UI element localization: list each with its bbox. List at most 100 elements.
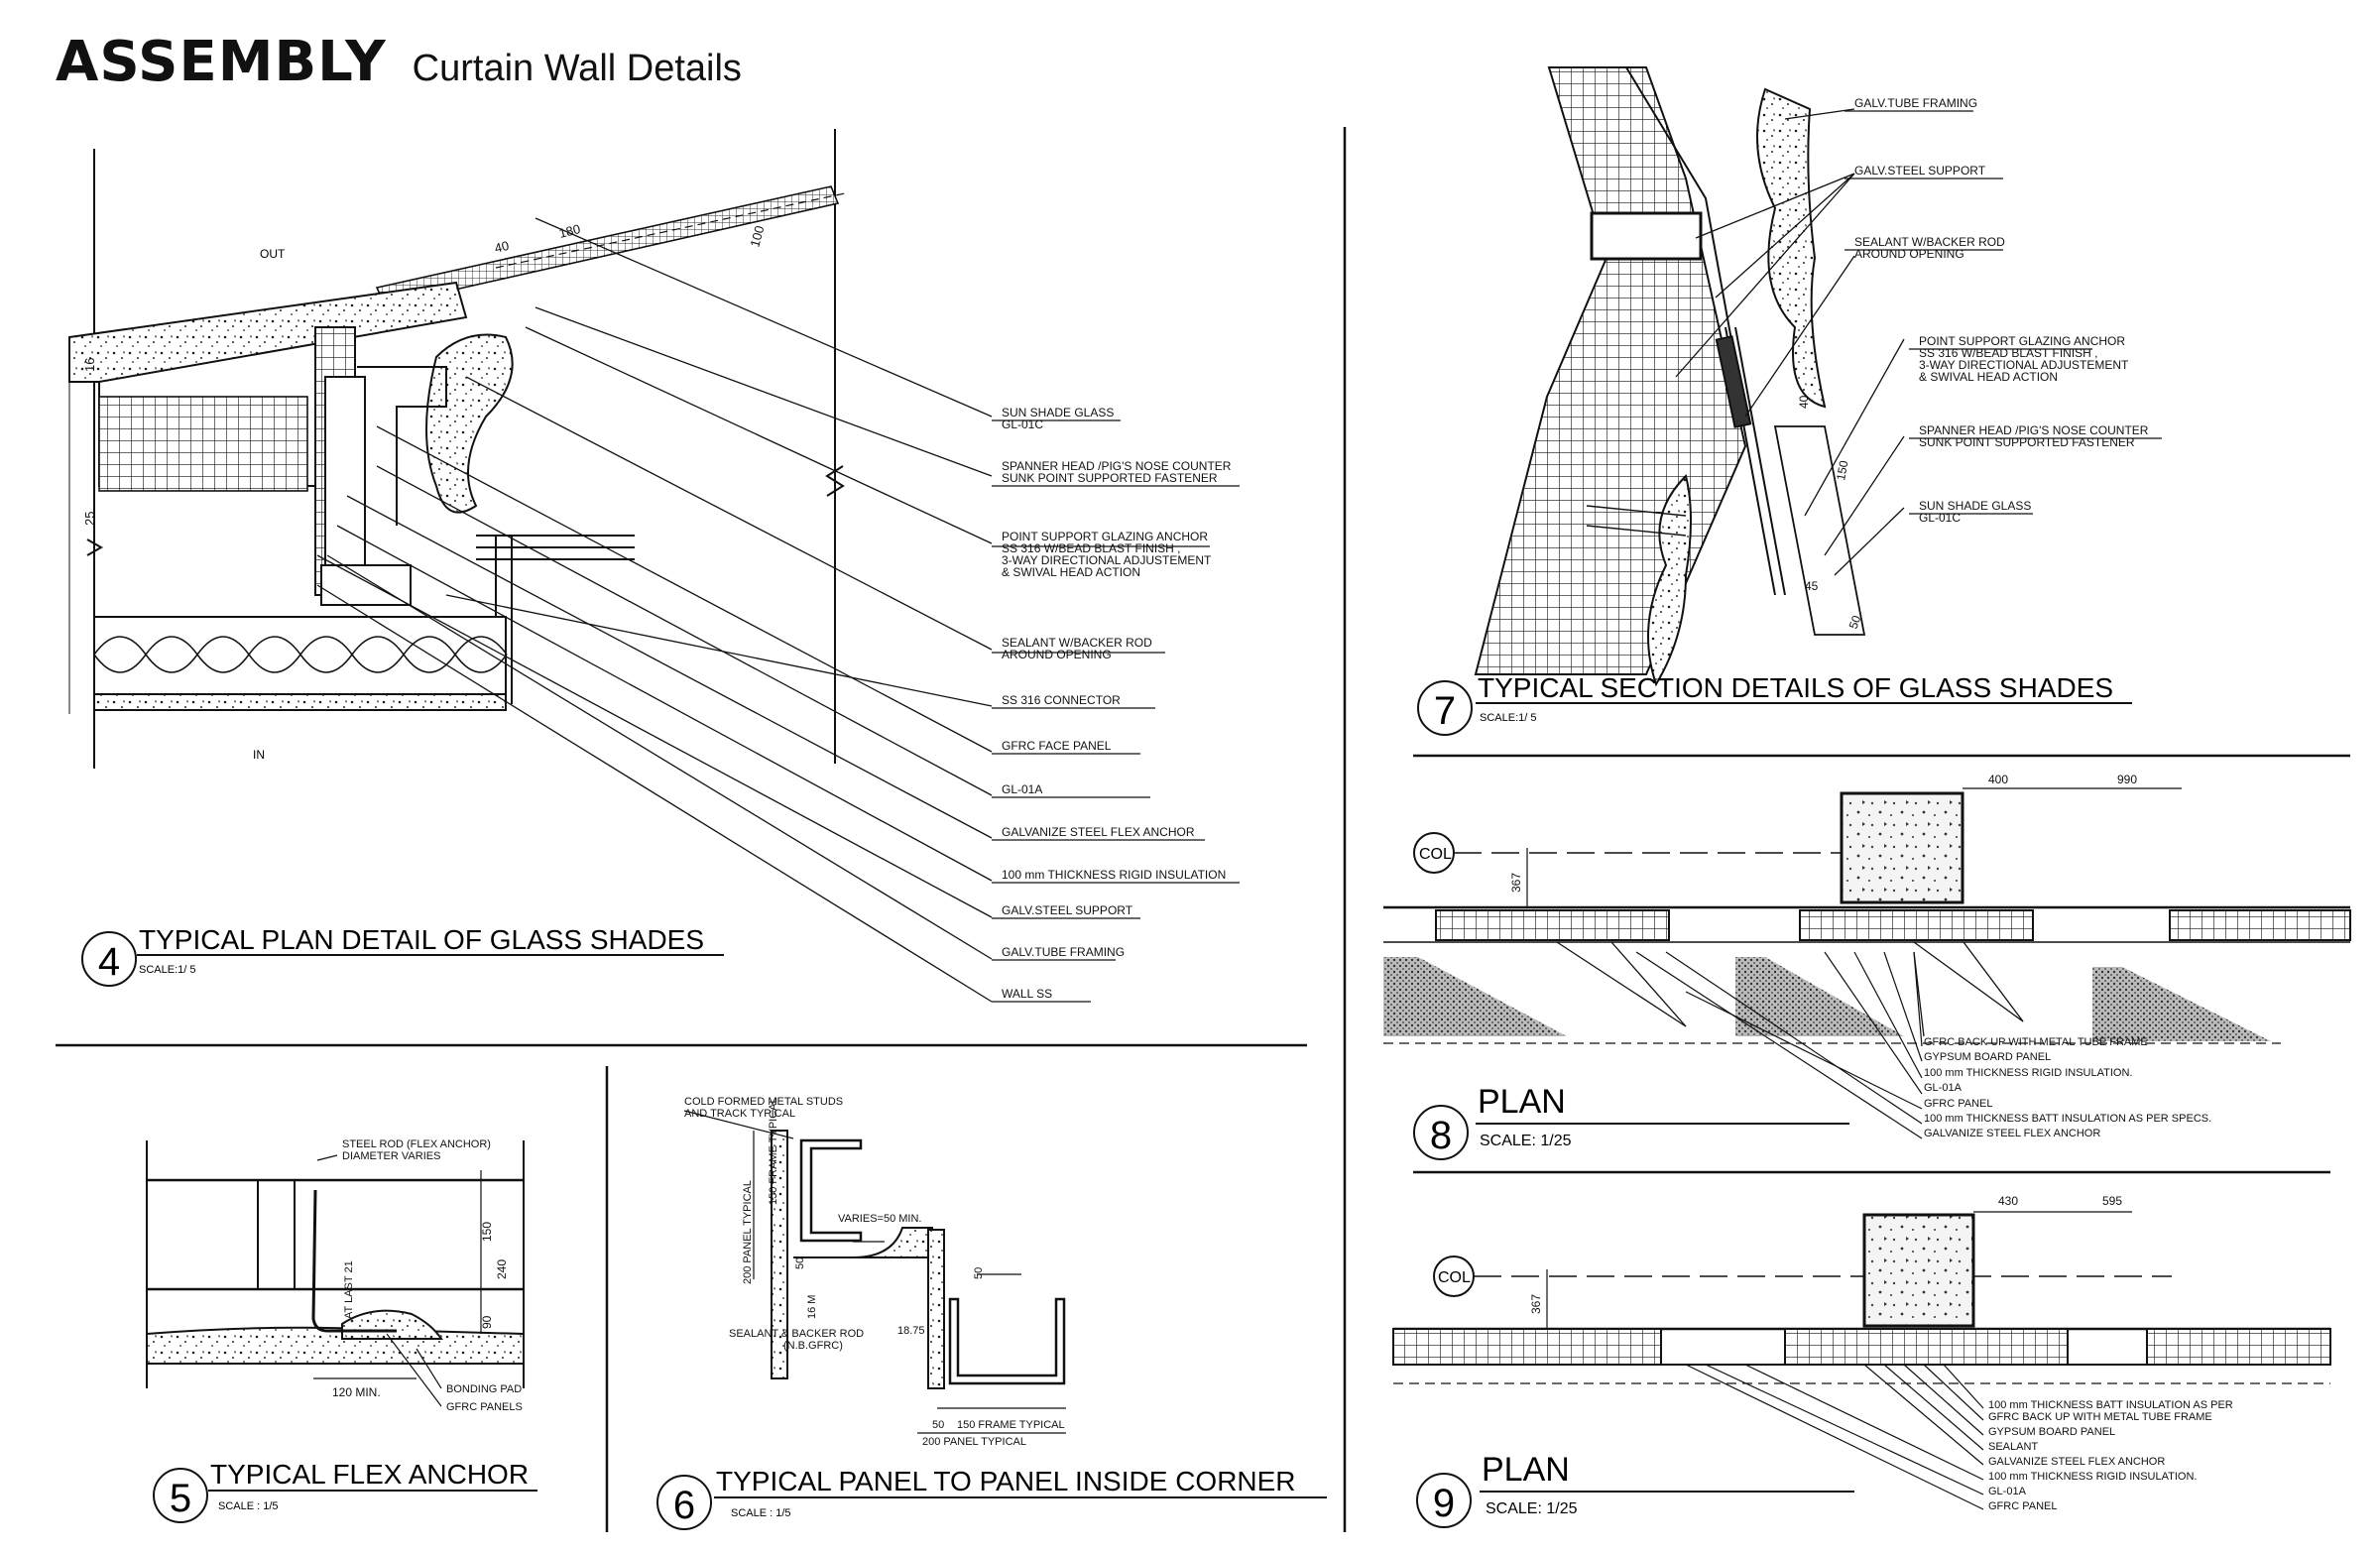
d6-dim-6: 200 PANEL TYPICAL [922, 1436, 1026, 1448]
detail-5-title: TYPICAL FLEX ANCHOR [210, 1459, 529, 1490]
sheet-subtitle: Curtain Wall Details [412, 48, 742, 89]
d8-callout-2: 100 mm THICKNESS RIGID INSULATION. [1924, 1067, 2132, 1079]
d7-callout-10: SUN SHADE GLASS [1919, 499, 2031, 513]
detail-8-callouts: GFRC BACK UP WITH METAL TUBE FRAMEGYPSUM… [1419, 773, 2211, 1139]
d4-callout-14: 100 mm THICKNESS RIGID INSULATION [1002, 868, 1226, 882]
detail-4-title-block: 4 TYPICAL PLAN DETAIL OF GLASS SHADES SC… [81, 924, 724, 987]
d7-callout-6: 3-WAY DIRECTIONAL ADJUSTEMENT [1919, 358, 2129, 372]
detail-7-drawing [1474, 66, 1905, 687]
detail-9-col-label: COL [1438, 1269, 1471, 1286]
detail-8-drawing [1383, 787, 2351, 1139]
d6-dim-4: 50 [932, 1419, 944, 1431]
sheet-header: ASSEMBLY Curtain Wall Details [56, 30, 742, 99]
d5-dim-1: 240 [495, 1259, 509, 1279]
d6-dim-5: 150 FRAME TYPICAL [957, 1419, 1065, 1431]
d7-callout-11: GL-01C [1919, 511, 1961, 525]
d9-dim-0: 430 [1998, 1194, 2018, 1208]
d5-callout-0: STEEL ROD (FLEX ANCHOR) [342, 1138, 491, 1150]
sheet-title: ASSEMBLY [56, 30, 387, 94]
detail-9-drawing [1392, 1211, 2331, 1510]
d7-callout-4: POINT SUPPORT GLAZING ANCHOR [1919, 334, 2125, 348]
d4-dim-0: 40 [493, 238, 511, 256]
sheet-dividers [56, 127, 2350, 1532]
d9-callout-1: GFRC BACK UP WITH METAL TUBE FRAME [1988, 1411, 2212, 1423]
d4-callout-1: GL-01C [1002, 418, 1043, 431]
d4-dim-2: 100 [747, 224, 767, 249]
d7-callout-8: SPANNER HEAD /PIG'S NOSE COUNTER [1919, 423, 2149, 437]
d9-callout-7: GFRC PANEL [1988, 1500, 2057, 1512]
d9-dim-2: 367 [1529, 1294, 1543, 1314]
d7-callout-7: & SWIVAL HEAD ACTION [1919, 370, 2058, 384]
detail-8-number: 8 [1430, 1114, 1452, 1157]
d4-callout-15: GALV.STEEL SUPPORT [1002, 903, 1133, 917]
d5-dim-2: 90 [480, 1315, 494, 1329]
d4-callout-4: POINT SUPPORT GLAZING ANCHOR [1002, 530, 1208, 543]
detail-4-drawing [68, 129, 993, 1003]
detail-8-title-block: 8 PLAN SCALE: 1/25 [1413, 1083, 1849, 1160]
d5-callout-3: BONDING PAD [446, 1383, 522, 1395]
d9-callout-4: GALVANIZE STEEL FLEX ANCHOR [1988, 1456, 2165, 1468]
detail-8-col-label: COL [1419, 846, 1452, 863]
detail-6-scale: SCALE : 1/5 [731, 1507, 791, 1519]
detail-7-number: 7 [1434, 689, 1456, 733]
d7-callout-1: GALV.STEEL SUPPORT [1854, 164, 1986, 178]
d5-callout-1: DIAMETER VARIES [342, 1150, 440, 1162]
d4-callout-3: SUNK POINT SUPPORTED FASTENER [1002, 471, 1218, 485]
d5-dim-3: 120 MIN. [332, 1385, 381, 1399]
d4-callout-16: GALV.TUBE FRAMING [1002, 945, 1125, 959]
d9-callout-6: GL-01A [1988, 1486, 2027, 1497]
detail-6-title: TYPICAL PANEL TO PANEL INSIDE CORNER [716, 1466, 1296, 1496]
d8-dim-1: 990 [2117, 773, 2137, 786]
d9-dim-1: 595 [2102, 1194, 2122, 1208]
d6-callout-3: SEALANT & BACKER ROD [729, 1328, 864, 1340]
d6-dim-1: 150 FRAME TYPICAL [768, 1097, 779, 1205]
d4-dim-1: 180 [557, 221, 582, 241]
detail-5-title-block: 5 TYPICAL FLEX ANCHOR SCALE : 1/5 [153, 1459, 537, 1523]
d7-callout-3: AROUND OPENING [1854, 247, 1964, 261]
detail-4-out-label: OUT [260, 247, 286, 261]
detail-4-scale: SCALE:1/ 5 [139, 964, 195, 976]
d7-callout-9: SUNK POINT SUPPORTED FASTENER [1919, 435, 2135, 449]
d6-dim-2: 50 [794, 1257, 806, 1269]
d5-dim-0: 150 [480, 1222, 494, 1242]
d6-callout-0: COLD FORMED METAL STUDS [684, 1096, 843, 1108]
detail-9-callouts: 100 mm THICKNESS BATT INSULATION AS PERG… [1438, 1194, 2233, 1512]
d4-callout-10: SS 316 CONNECTOR [1002, 693, 1121, 707]
d4-callout-17: WALL SS [1002, 987, 1052, 1001]
d9-callout-0: 100 mm THICKNESS BATT INSULATION AS PER [1988, 1399, 2233, 1411]
d6-callout-4: (N.B.GFRC) [783, 1340, 843, 1352]
d9-callout-2: GYPSUM BOARD PANEL [1988, 1426, 2115, 1438]
d4-callout-9: AROUND OPENING [1002, 648, 1112, 661]
d4-callout-8: SEALANT W/BACKER ROD [1002, 636, 1152, 650]
d6-callout-6: 18.75 [897, 1325, 925, 1337]
d4-callout-2: SPANNER HEAD /PIG'S NOSE COUNTER [1002, 459, 1232, 473]
d6-callout-5: 16 M [806, 1295, 818, 1319]
detail-5-scale: SCALE : 1/5 [218, 1500, 279, 1512]
d4-callout-6: 3-WAY DIRECTIONAL ADJUSTEMENT [1002, 553, 1212, 567]
detail-6-title-block: 6 TYPICAL PANEL TO PANEL INSIDE CORNER S… [656, 1466, 1327, 1530]
d8-callout-5: 100 mm THICKNESS BATT INSULATION AS PER … [1924, 1113, 2211, 1125]
d9-callout-3: SEALANT [1988, 1441, 2038, 1453]
detail-4-number: 4 [98, 940, 120, 984]
d7-dim-0: 40 [1797, 395, 1811, 409]
d7-dim-3: 50 [1846, 613, 1864, 631]
d5-callout-4: GFRC PANELS [446, 1401, 523, 1413]
detail-5-number: 5 [170, 1477, 191, 1520]
d8-callout-6: GALVANIZE STEEL FLEX ANCHOR [1924, 1128, 2100, 1139]
d7-dim-2: 45 [1805, 579, 1819, 593]
d9-callout-5: 100 mm THICKNESS RIGID INSULATION. [1988, 1471, 2197, 1483]
d4-dim-4: 25 [82, 512, 97, 526]
d6-callout-1: AND TRACK TYPICAL [684, 1108, 795, 1120]
d7-callout-0: GALV.TUBE FRAMING [1854, 96, 1977, 110]
d4-callout-11: GFRC FACE PANEL [1002, 739, 1112, 753]
detail-4-title: TYPICAL PLAN DETAIL OF GLASS SHADES [139, 924, 704, 955]
d4-dim-3: 16 [82, 358, 97, 372]
d4-callout-7: & SWIVAL HEAD ACTION [1002, 565, 1140, 579]
detail-5-callouts: STEEL ROD (FLEX ANCHOR)DIAMETER VARIESAT… [332, 1138, 523, 1413]
detail-8-scale: SCALE: 1/25 [1480, 1133, 1572, 1149]
detail-9-number: 9 [1433, 1482, 1455, 1525]
